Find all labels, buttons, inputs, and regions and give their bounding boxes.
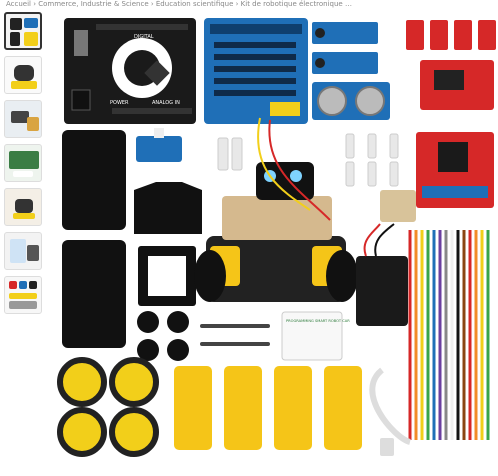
encoder-discs — [137, 311, 189, 361]
arduino-board: DIGITAL POWER ANALOG IN — [64, 18, 196, 124]
ir-sensor-modules — [312, 22, 378, 74]
product-main-image[interactable]: DIGITAL POWER ANALOG IN — [50, 10, 498, 472]
standoffs-and-screws — [217, 133, 399, 187]
battery-box — [356, 223, 408, 326]
instruction-booklet: PROGRAMMING SMART ROBOT CAR — [281, 311, 350, 361]
board-label-digital: DIGITAL — [134, 34, 154, 40]
robot-kit-illustration: DIGITAL POWER ANALOG IN — [57, 18, 496, 457]
gear-motors — [174, 366, 362, 450]
yellow-wheels — [57, 357, 159, 457]
screwdrivers — [200, 324, 270, 346]
thumb-4[interactable] — [4, 144, 42, 182]
dupont-cables — [408, 224, 494, 442]
thumb-7[interactable] — [4, 276, 42, 314]
thumb-2[interactable] — [4, 56, 42, 94]
board-label-power: POWER — [110, 100, 129, 106]
motor-driver-boards — [416, 60, 494, 208]
thumb-3[interactable] — [4, 100, 42, 138]
booklet-title: PROGRAMMING SMART ROBOT CAR — [286, 319, 350, 323]
thumbnail-strip — [4, 12, 44, 320]
board-label-analog: ANALOG IN — [152, 100, 180, 106]
sensor-shield — [204, 18, 308, 124]
usb-cable — [369, 367, 412, 456]
breadcrumb: Accueil › Commerce, Industrie & Science … — [0, 0, 498, 10]
thumb-5[interactable] — [4, 188, 42, 226]
ultrasonic-sensor — [312, 82, 390, 120]
breadcrumb-text: Accueil › Commerce, Industrie & Science … — [6, 0, 352, 8]
thumb-1[interactable] — [4, 12, 42, 50]
camera-mount-bracket — [134, 182, 202, 306]
wire-bundle — [380, 190, 416, 222]
thumb-6[interactable] — [4, 232, 42, 270]
acrylic-chassis-plates — [62, 130, 126, 348]
servo-motor — [136, 128, 182, 162]
line-tracking-sensors — [406, 20, 496, 50]
robot-car — [194, 117, 358, 302]
